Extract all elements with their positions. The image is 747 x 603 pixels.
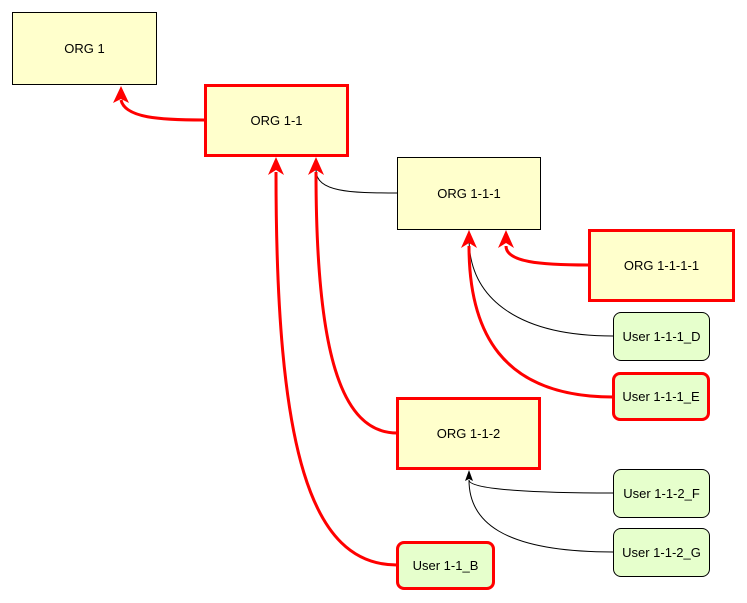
edge-user1-1-b-to-org1-1 <box>268 157 398 567</box>
edge-user1-1-1-e-to-org1-1-1 <box>461 230 614 399</box>
node-label: ORG 1 <box>64 41 105 56</box>
edge-org1-1-2-to-org1-1 <box>308 157 398 435</box>
node-user-1-1-1-e[interactable]: User 1-1-1_E <box>612 372 710 421</box>
node-label: User 1-1-2_F <box>623 486 700 501</box>
node-label: ORG 1-1-1 <box>437 186 501 201</box>
node-org-1-1-1[interactable]: ORG 1-1-1 <box>397 157 541 230</box>
node-org-1-1-1-1[interactable]: ORG 1-1-1-1 <box>588 229 735 302</box>
node-label: User 1-1_B <box>412 558 479 573</box>
node-user-1-1-b[interactable]: User 1-1_B <box>396 541 495 590</box>
node-user-1-1-2-g[interactable]: User 1-1-2_G <box>613 528 710 577</box>
node-label: ORG 1-1 <box>250 113 303 128</box>
node-user-1-1-2-f[interactable]: User 1-1-2_F <box>613 469 710 518</box>
node-org-1[interactable]: ORG 1 <box>12 12 157 85</box>
node-label: User 1-1-1_E <box>622 389 700 404</box>
node-label: ORG 1-1-1-1 <box>623 258 700 273</box>
edge-org1-1-to-org1 <box>113 86 205 122</box>
node-label: ORG 1-1-2 <box>436 426 501 441</box>
edge-org1-1-1-1-to-org1-1-1 <box>498 230 589 267</box>
node-label: User 1-1-1_D <box>622 329 701 344</box>
node-org-1-1-2[interactable]: ORG 1-1-2 <box>396 397 541 470</box>
edge-user1-1-2-f-to-org1-1-2 <box>465 470 614 494</box>
node-org-1-1[interactable]: ORG 1-1 <box>204 84 349 157</box>
node-user-1-1-1-d[interactable]: User 1-1-1_D <box>613 312 710 361</box>
edge-user1-1-2-g-to-org1-1-2 <box>468 479 614 553</box>
node-label: User 1-1-2_G <box>622 545 701 560</box>
edge-org1-1-1-to-org1-1 <box>312 160 398 194</box>
